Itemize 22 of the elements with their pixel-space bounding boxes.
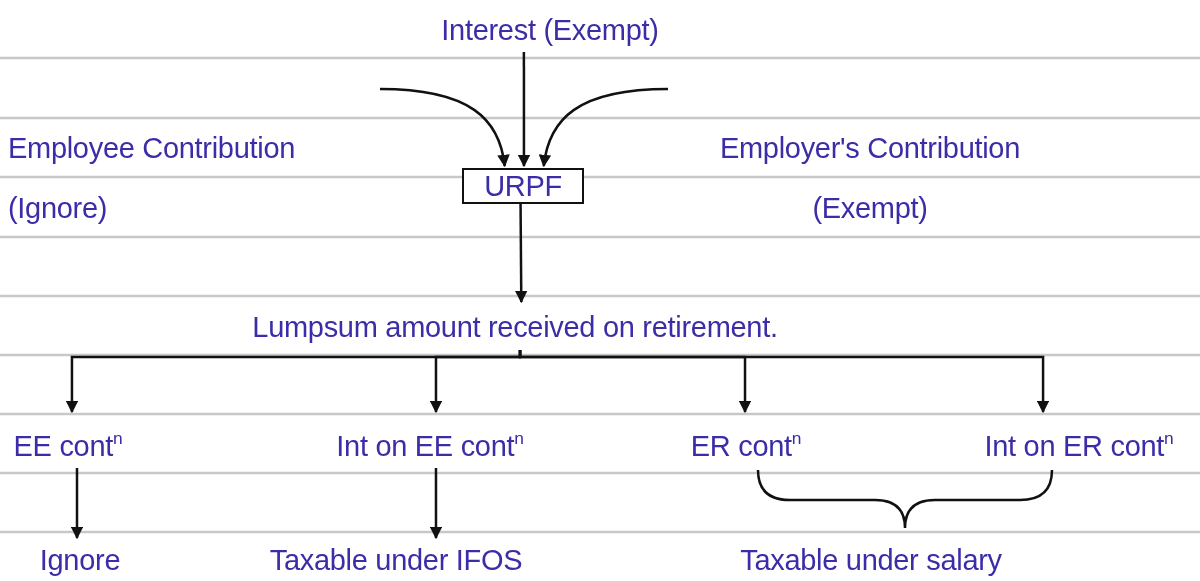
arrow xyxy=(379,87,510,168)
node-label: Taxable under salary xyxy=(740,543,1002,578)
node-label: Employee Contribution xyxy=(8,131,296,166)
node-label: Int on EE cont$^{n}$ xyxy=(336,428,524,464)
node-label: EE cont$^{n}$ xyxy=(13,428,123,464)
node-label: Ignore xyxy=(39,543,121,578)
node-note: (Exempt) xyxy=(812,191,928,226)
node-label: Int on ER cont$^{n}$ xyxy=(984,428,1174,464)
node-note: (Ignore) xyxy=(8,191,108,226)
node-label: ER cont$^{n}$ xyxy=(690,428,802,464)
arrow xyxy=(539,87,669,168)
process-box xyxy=(462,168,584,204)
arrow xyxy=(514,204,528,304)
node-label: Taxable under IFOS xyxy=(269,543,523,578)
arrow xyxy=(517,52,531,168)
node-label: Interest (Exempt) xyxy=(441,13,659,48)
node-label: Lumpsum amount received on retirement. xyxy=(252,310,778,345)
arrow xyxy=(518,350,1050,414)
arrow xyxy=(70,468,84,540)
arrow xyxy=(429,468,443,540)
node-label: Employer's Contribution xyxy=(719,131,1021,166)
node-label: URPF xyxy=(484,169,562,204)
